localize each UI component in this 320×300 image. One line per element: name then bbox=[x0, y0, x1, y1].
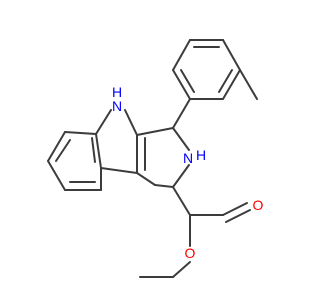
double-bond-inner bbox=[91, 137, 96, 163]
bond bbox=[136, 172, 156, 186]
bond bbox=[172, 127, 190, 151]
molecule-structure-diagram: H N N H O O bbox=[0, 0, 300, 300]
methoxy-bond bbox=[172, 261, 191, 278]
benzo-ring bbox=[47, 131, 102, 191]
tetrahydropyridine-ring bbox=[136, 127, 190, 188]
bond bbox=[124, 109, 138, 136]
bond bbox=[172, 186, 191, 216]
double-bond-inner bbox=[180, 69, 195, 93]
indole-nh-h-label: H bbox=[112, 84, 122, 100]
ester-group bbox=[139, 186, 251, 278]
bond bbox=[222, 39, 241, 71]
ring-nh-h-label: H bbox=[196, 147, 206, 163]
double-bond-inner bbox=[218, 69, 233, 93]
bond bbox=[47, 160, 66, 191]
bond bbox=[95, 109, 112, 135]
ring-n-label: N bbox=[183, 150, 193, 166]
molecule-canvas: H N N H O O bbox=[0, 0, 300, 300]
pyrrole-ring bbox=[95, 109, 138, 174]
carbonyl-double-bond bbox=[225, 209, 251, 223]
bond bbox=[136, 127, 174, 136]
carbonyl-bond bbox=[222, 202, 248, 216]
methyl-bond bbox=[239, 69, 258, 100]
aryl-c1-bond bbox=[172, 98, 191, 129]
bond bbox=[95, 133, 102, 169]
atom-labels: H N N H O O bbox=[112, 84, 264, 261]
bond bbox=[47, 131, 66, 162]
background bbox=[0, 0, 300, 300]
tolyl-ring bbox=[172, 39, 258, 129]
bond bbox=[64, 131, 97, 135]
ester-oxygen-label: O bbox=[185, 245, 196, 261]
bond bbox=[100, 167, 138, 174]
double-bond-inner bbox=[55, 139, 71, 162]
bond bbox=[172, 39, 191, 71]
bond bbox=[222, 69, 241, 100]
bond bbox=[154, 184, 174, 188]
bond bbox=[172, 164, 190, 188]
bond bbox=[172, 69, 191, 100]
indole-n-label: N bbox=[112, 98, 122, 114]
carbonyl-oxygen-label: O bbox=[253, 197, 264, 213]
